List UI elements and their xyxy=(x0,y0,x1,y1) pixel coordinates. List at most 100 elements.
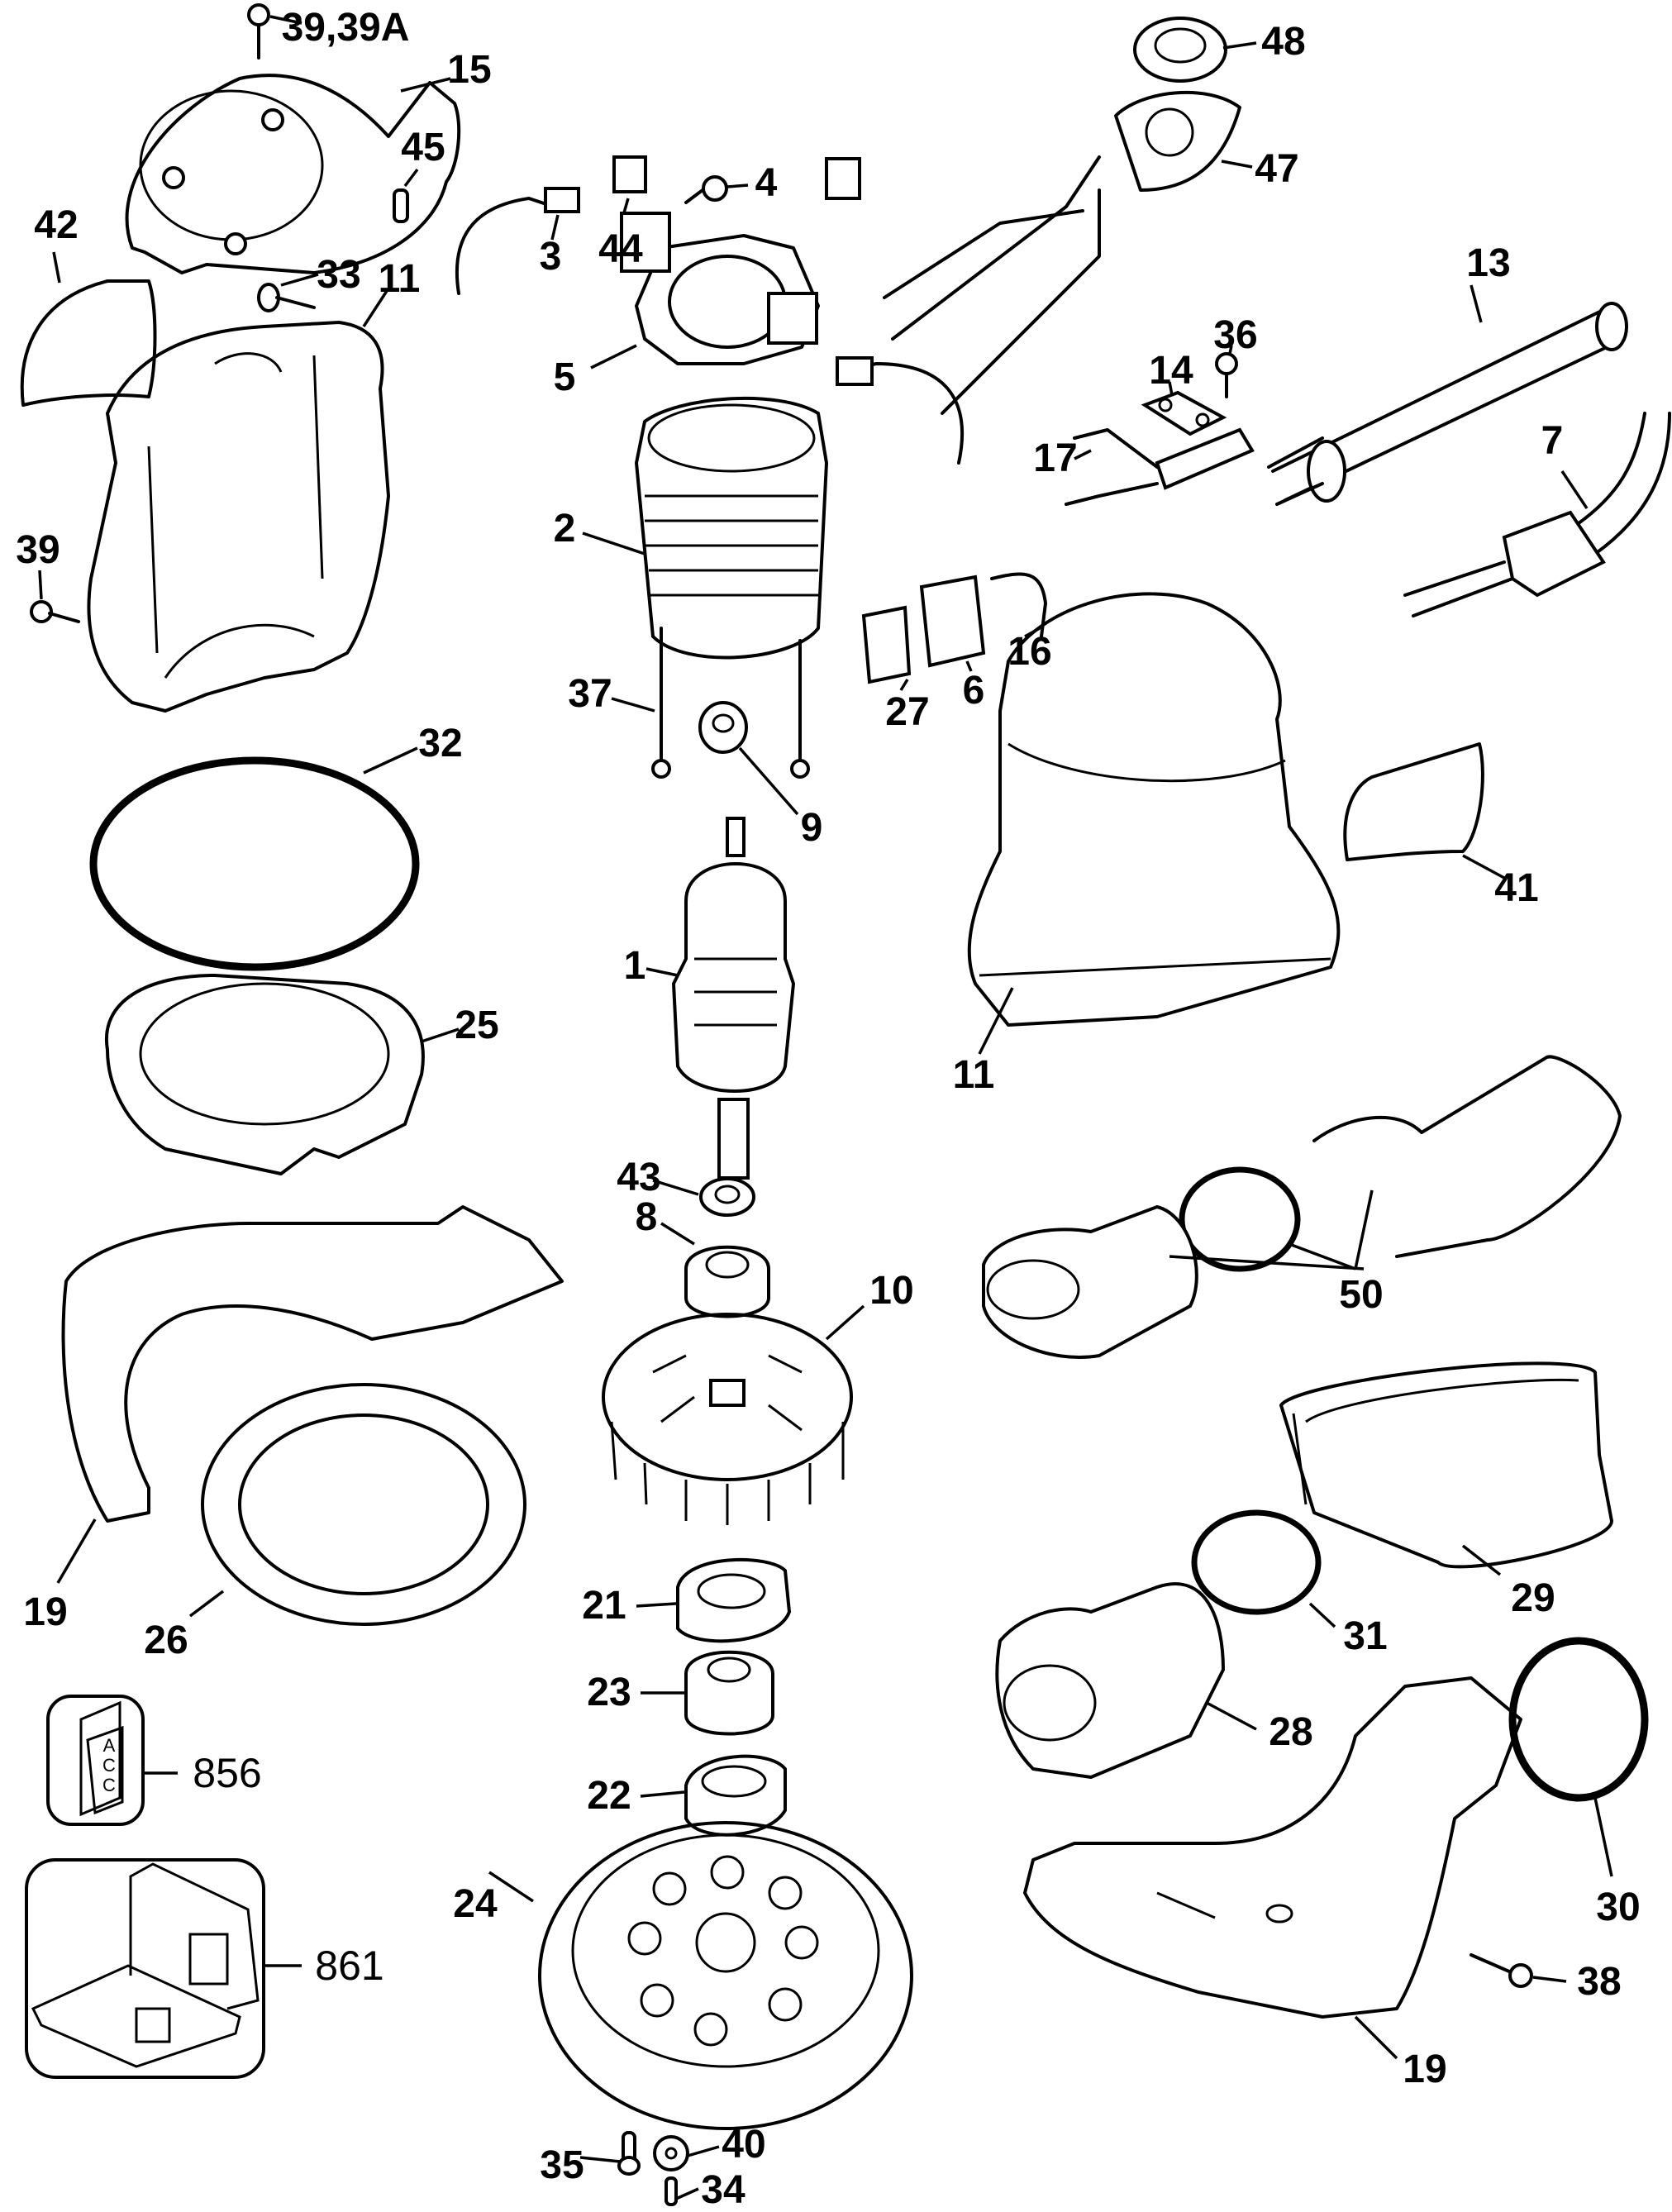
screw-35-drawing xyxy=(579,2131,641,2176)
speed-control-47-drawing xyxy=(883,90,1253,415)
part-label-26: 26 xyxy=(144,1618,188,1662)
nameplate-856-drawing xyxy=(46,1695,178,1826)
field-screws-37-drawing xyxy=(611,627,810,779)
part-label-2: 2 xyxy=(553,507,576,551)
screw-38-drawing xyxy=(1470,1953,1567,1988)
dust-port-50-drawing xyxy=(982,1055,1622,1359)
bearing-8-drawing xyxy=(660,1222,770,1318)
part-label-24: 24 xyxy=(453,1882,498,1926)
o-ring-30-drawing xyxy=(1508,1637,1649,1877)
part-label-4: 4 xyxy=(755,161,778,205)
part-label-19-right: 19 xyxy=(1403,2048,1447,2091)
part-label-7: 7 xyxy=(1541,419,1564,463)
fan-10-drawing xyxy=(602,1304,865,1525)
brush-holder-5-drawing xyxy=(590,212,820,369)
part-label-29: 29 xyxy=(1511,1576,1555,1620)
part-label-19-left: 19 xyxy=(23,1590,68,1634)
switch-6-drawing xyxy=(919,574,986,672)
bearing-retainer-21-drawing xyxy=(636,1557,792,1643)
top-cap-drawing xyxy=(125,74,461,274)
part-label-10: 10 xyxy=(869,1269,914,1313)
screw-39-drawing xyxy=(247,3,302,60)
nameplate-letter: C xyxy=(102,1755,116,1776)
part-label-9: 9 xyxy=(800,806,823,850)
part-label-33: 33 xyxy=(317,253,361,297)
part-label-17: 17 xyxy=(1033,436,1078,480)
screw-34-drawing xyxy=(665,2176,699,2206)
part-label-31: 31 xyxy=(1343,1614,1388,1658)
speed-dial-48-drawing xyxy=(1133,17,1257,83)
part-label-38: 38 xyxy=(1577,1960,1622,2004)
pin-45-drawing xyxy=(393,168,419,223)
nameplate-letter: A xyxy=(102,1735,116,1756)
power-cord-7-drawing xyxy=(1403,412,1671,617)
part-label-30: 30 xyxy=(1596,1885,1641,1929)
bearing-housing-22-drawing xyxy=(640,1754,787,1837)
label-41-drawing xyxy=(1343,742,1505,880)
part-label-42: 42 xyxy=(34,203,79,247)
part-label-28: 28 xyxy=(1269,1710,1313,1754)
o-ring-32-drawing xyxy=(89,746,420,971)
part-label-47: 47 xyxy=(1255,147,1299,191)
part-label-35: 35 xyxy=(540,2143,584,2187)
part-label-39-39A: 39,39A xyxy=(281,6,410,50)
dust-canister-29-drawing xyxy=(1279,1361,1613,1576)
kit-box-861-drawing xyxy=(25,1858,302,2079)
shroud-19-right-drawing xyxy=(1023,1676,1522,2060)
housing-right-drawing xyxy=(967,592,1341,1055)
part-label-27: 27 xyxy=(885,690,930,734)
part-label-23: 23 xyxy=(587,1671,631,1714)
capacitor-17-drawing xyxy=(1065,427,1255,506)
part-label-1: 1 xyxy=(623,944,646,988)
part-label-37: 37 xyxy=(568,672,612,716)
part-label-43: 43 xyxy=(617,1156,661,1199)
spring-4-drawing xyxy=(684,175,749,204)
retaining-ring-25-drawing xyxy=(104,974,460,1175)
brush-cap-right-drawing xyxy=(825,157,861,200)
field-2-drawing xyxy=(582,396,828,660)
screw-33-drawing xyxy=(257,273,319,312)
armature-1-drawing xyxy=(645,817,795,1180)
cord-clamp-14-drawing xyxy=(1141,381,1227,436)
bearing-9-drawing xyxy=(698,701,799,816)
part-label-48: 48 xyxy=(1261,20,1306,64)
o-ring-31-drawing xyxy=(1191,1509,1336,1628)
screw-39-left-drawing xyxy=(30,570,80,623)
adapter-28-drawing xyxy=(995,1582,1257,1779)
part-label-40: 40 xyxy=(722,2123,766,2167)
part-label-36: 36 xyxy=(1213,313,1258,357)
housing-left-drawing xyxy=(87,290,390,713)
part-label-32: 32 xyxy=(418,722,463,765)
part-label-21: 21 xyxy=(582,1584,626,1628)
nameplate-text: A C C xyxy=(101,1736,117,1795)
part-label-22: 22 xyxy=(587,1774,631,1818)
part-label-39: 39 xyxy=(16,528,60,572)
shroud-19-left-drawing xyxy=(56,1205,564,1584)
part-label-25: 25 xyxy=(455,1004,499,1047)
pad-24-drawing xyxy=(488,1821,913,2130)
part-label-8: 8 xyxy=(635,1195,658,1239)
screw-36-drawing xyxy=(1215,345,1238,398)
part-label-14: 14 xyxy=(1149,349,1193,393)
washer-40-drawing xyxy=(653,2135,720,2171)
switch-boot-27-drawing xyxy=(861,605,912,691)
part-label-41: 41 xyxy=(1494,866,1539,910)
part-label-5: 5 xyxy=(553,355,576,399)
part-label-16: 16 xyxy=(1007,630,1052,674)
part-label-50: 50 xyxy=(1339,1273,1384,1317)
brush-lead-drawing xyxy=(841,362,964,465)
part-label-3: 3 xyxy=(539,235,562,279)
part-label-11-left: 11 xyxy=(378,257,421,301)
brake-ring-26-drawing xyxy=(188,1383,526,1626)
retaining-ring-43-drawing xyxy=(652,1177,755,1217)
label-42-drawing xyxy=(20,251,157,407)
brush-3-drawing xyxy=(455,187,580,295)
part-label-6: 6 xyxy=(962,669,985,713)
part-label-861: 861 xyxy=(315,1943,384,1989)
part-label-13: 13 xyxy=(1466,241,1511,285)
part-label-856: 856 xyxy=(193,1750,262,1796)
nameplate-letter: C xyxy=(102,1775,116,1795)
part-label-15: 15 xyxy=(447,48,492,92)
